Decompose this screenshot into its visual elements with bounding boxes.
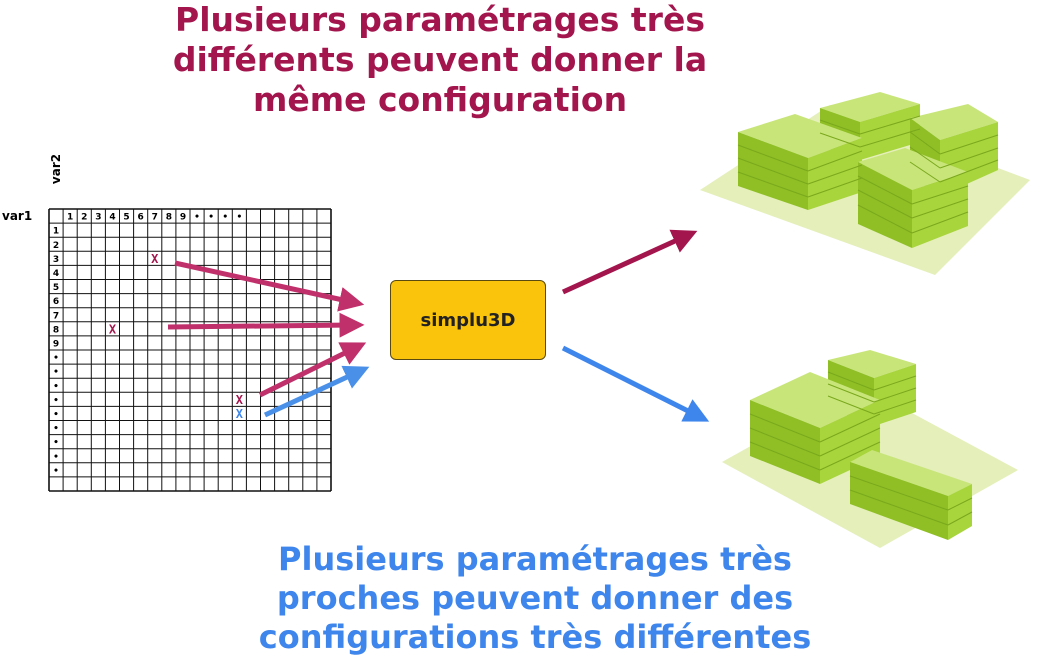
- row-header: •: [53, 424, 59, 434]
- title-top-line1: Plusieurs paramétrages très: [175, 0, 705, 39]
- row-header: 3: [53, 255, 59, 265]
- row-header: 2: [53, 241, 59, 251]
- grid-marker-x: X: [236, 407, 244, 421]
- row-header: •: [53, 452, 59, 462]
- parameter-grid: [48, 208, 332, 492]
- row-header: •: [53, 396, 59, 406]
- column-header: 2: [81, 213, 87, 223]
- row-header: •: [53, 354, 59, 364]
- floor-lines-top: [737, 115, 999, 234]
- row-header: 5: [53, 283, 59, 293]
- column-header: 6: [138, 213, 144, 223]
- column-header: •: [222, 213, 228, 223]
- row-header: •: [53, 410, 59, 420]
- title-bottom-line1: Plusieurs paramétrages très: [278, 540, 792, 578]
- simplu3d-label: simplu3D: [420, 309, 516, 331]
- column-header: •: [236, 213, 242, 223]
- row-header: •: [53, 466, 59, 476]
- arrow-simplu3d-to-config-top: [561, 229, 698, 295]
- column-header: 7: [152, 213, 158, 223]
- building-configuration-bottom: [722, 350, 1018, 548]
- row-header: 6: [53, 297, 59, 307]
- row-header: 1: [53, 227, 59, 237]
- column-header: 3: [95, 213, 101, 223]
- floor-lines-bottom: [749, 371, 973, 526]
- row-header: 4: [53, 269, 59, 279]
- building-block: [850, 450, 972, 540]
- column-header: 8: [166, 213, 172, 223]
- grid-marker-x: X: [236, 393, 244, 407]
- building-configuration-top: [700, 92, 1030, 275]
- column-header: 5: [123, 213, 129, 223]
- column-header: 1: [67, 213, 73, 223]
- grid-marker-x: X: [109, 322, 117, 336]
- arrow-grid-to-simplu3d-blue: [263, 365, 370, 418]
- title-different-same: Plusieurs paramétrages très différents p…: [140, 0, 740, 120]
- axis-label-var1: var1: [2, 209, 33, 223]
- row-header: •: [53, 438, 59, 448]
- column-header: 4: [109, 213, 115, 223]
- arrow-simplu3d-to-config-bottom: [561, 345, 710, 422]
- column-header: •: [194, 213, 200, 223]
- arrow-grid-to-simplu3d-2: [167, 312, 365, 338]
- title-bottom-line2: proches peuvent donner des: [276, 579, 794, 617]
- row-header: 9: [53, 339, 59, 349]
- row-header: 8: [53, 325, 59, 335]
- simplu3d-process-box: simplu3D: [390, 280, 546, 360]
- column-header: •: [208, 213, 214, 223]
- title-close-different: Plusieurs paramétrages très proches peuv…: [215, 540, 855, 657]
- column-header: 9: [180, 213, 186, 223]
- row-header: •: [53, 382, 59, 392]
- arrow-grid-to-simplu3d-1: [174, 260, 365, 312]
- title-bottom-line3: configurations très différentes: [258, 618, 812, 656]
- title-top-line2: différents peuvent donner la: [172, 40, 708, 79]
- arrow-grid-to-simplu3d-3: [258, 342, 367, 398]
- grid-marker-x: X: [151, 252, 159, 266]
- row-header: 7: [53, 311, 59, 321]
- row-header: •: [53, 368, 59, 378]
- title-top-line3: même configuration: [252, 80, 628, 119]
